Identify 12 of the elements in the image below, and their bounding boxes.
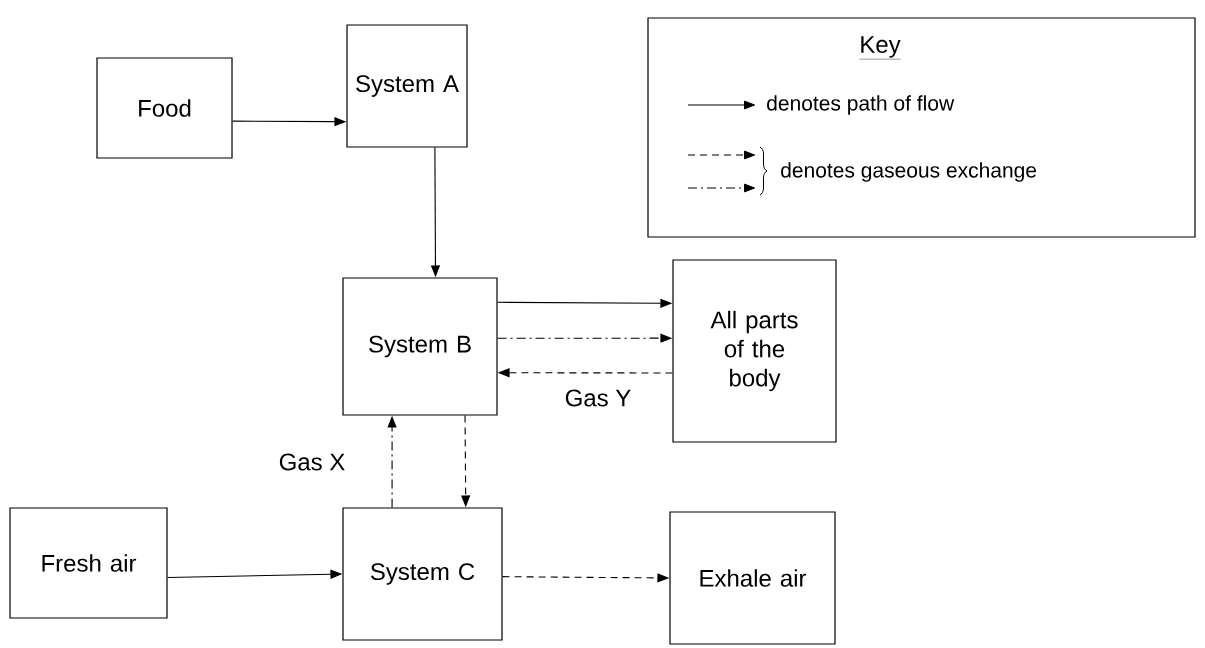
edge-label: Gas X <box>276 451 348 473</box>
legend-text: denotes gaseous exchange <box>781 162 1037 182</box>
process-box: Food <box>96 57 233 159</box>
process-box: All parts of the body <box>672 259 837 443</box>
legend-text: denotes path of flow <box>767 95 955 115</box>
process-box: Exhale air <box>669 511 836 645</box>
legend-title: Key <box>859 36 901 60</box>
process-box: System C <box>342 507 503 641</box>
edge-label: Gas Y <box>562 387 634 409</box>
process-box: System B <box>342 277 498 416</box>
process-box: Fresh air <box>9 507 168 619</box>
process-box: System A <box>346 24 468 148</box>
